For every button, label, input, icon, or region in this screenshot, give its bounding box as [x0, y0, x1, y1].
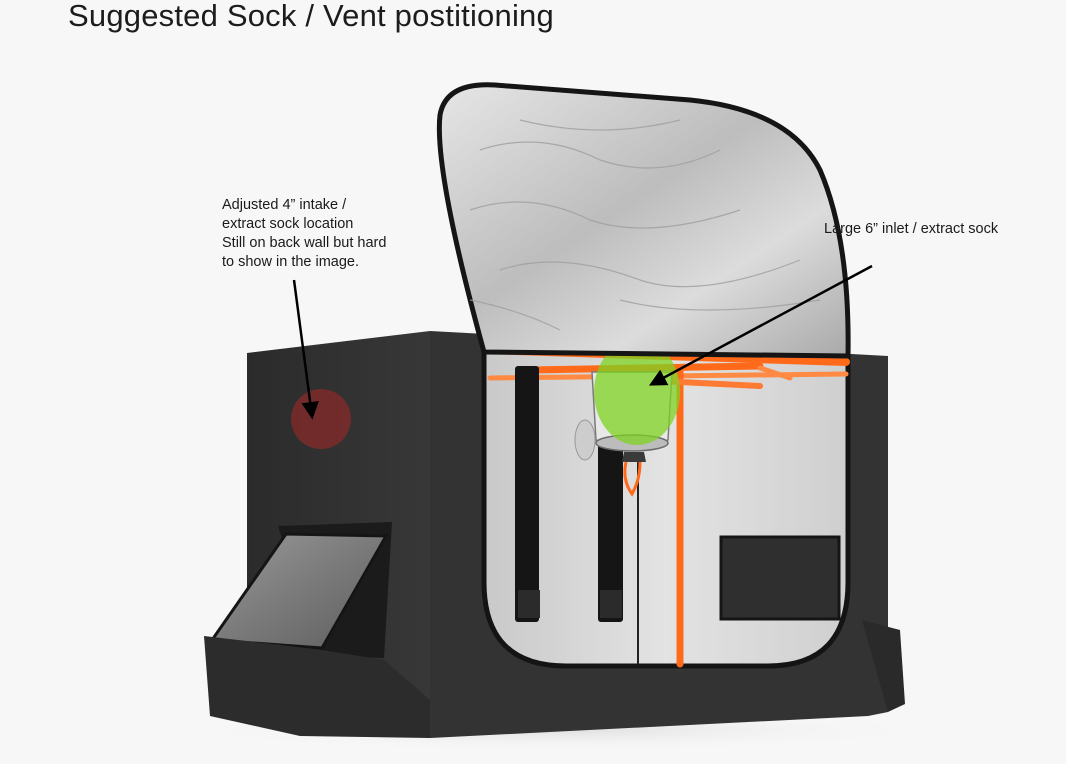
page-title: Suggested Sock / Vent postitioning — [68, 0, 554, 33]
arrow-to-large-sock — [648, 264, 873, 386]
interior-fold — [574, 419, 596, 461]
arrow-to-small-sock — [292, 279, 319, 420]
vent-flap — [209, 532, 389, 650]
small-sock-marker — [291, 389, 351, 449]
annotation-line: Still on back wall but hard — [222, 235, 387, 251]
vent-base — [204, 636, 430, 738]
annotation-line: to show in the image. — [222, 254, 360, 270]
tent-front-foot — [862, 620, 905, 712]
side-window — [719, 535, 841, 621]
roof-wrinkles — [469, 119, 821, 331]
small-sock-annotation: Adjusted 4” intake / extract sock locati… — [222, 196, 386, 272]
roof-flap — [436, 82, 851, 359]
annotation-line: extract sock location — [222, 216, 354, 232]
large-sock-marker — [594, 339, 680, 445]
annotation-line: Adjusted 4” intake / — [222, 197, 347, 213]
large-sock-annotation: Large 6” inlet / extract sock — [824, 221, 999, 237]
